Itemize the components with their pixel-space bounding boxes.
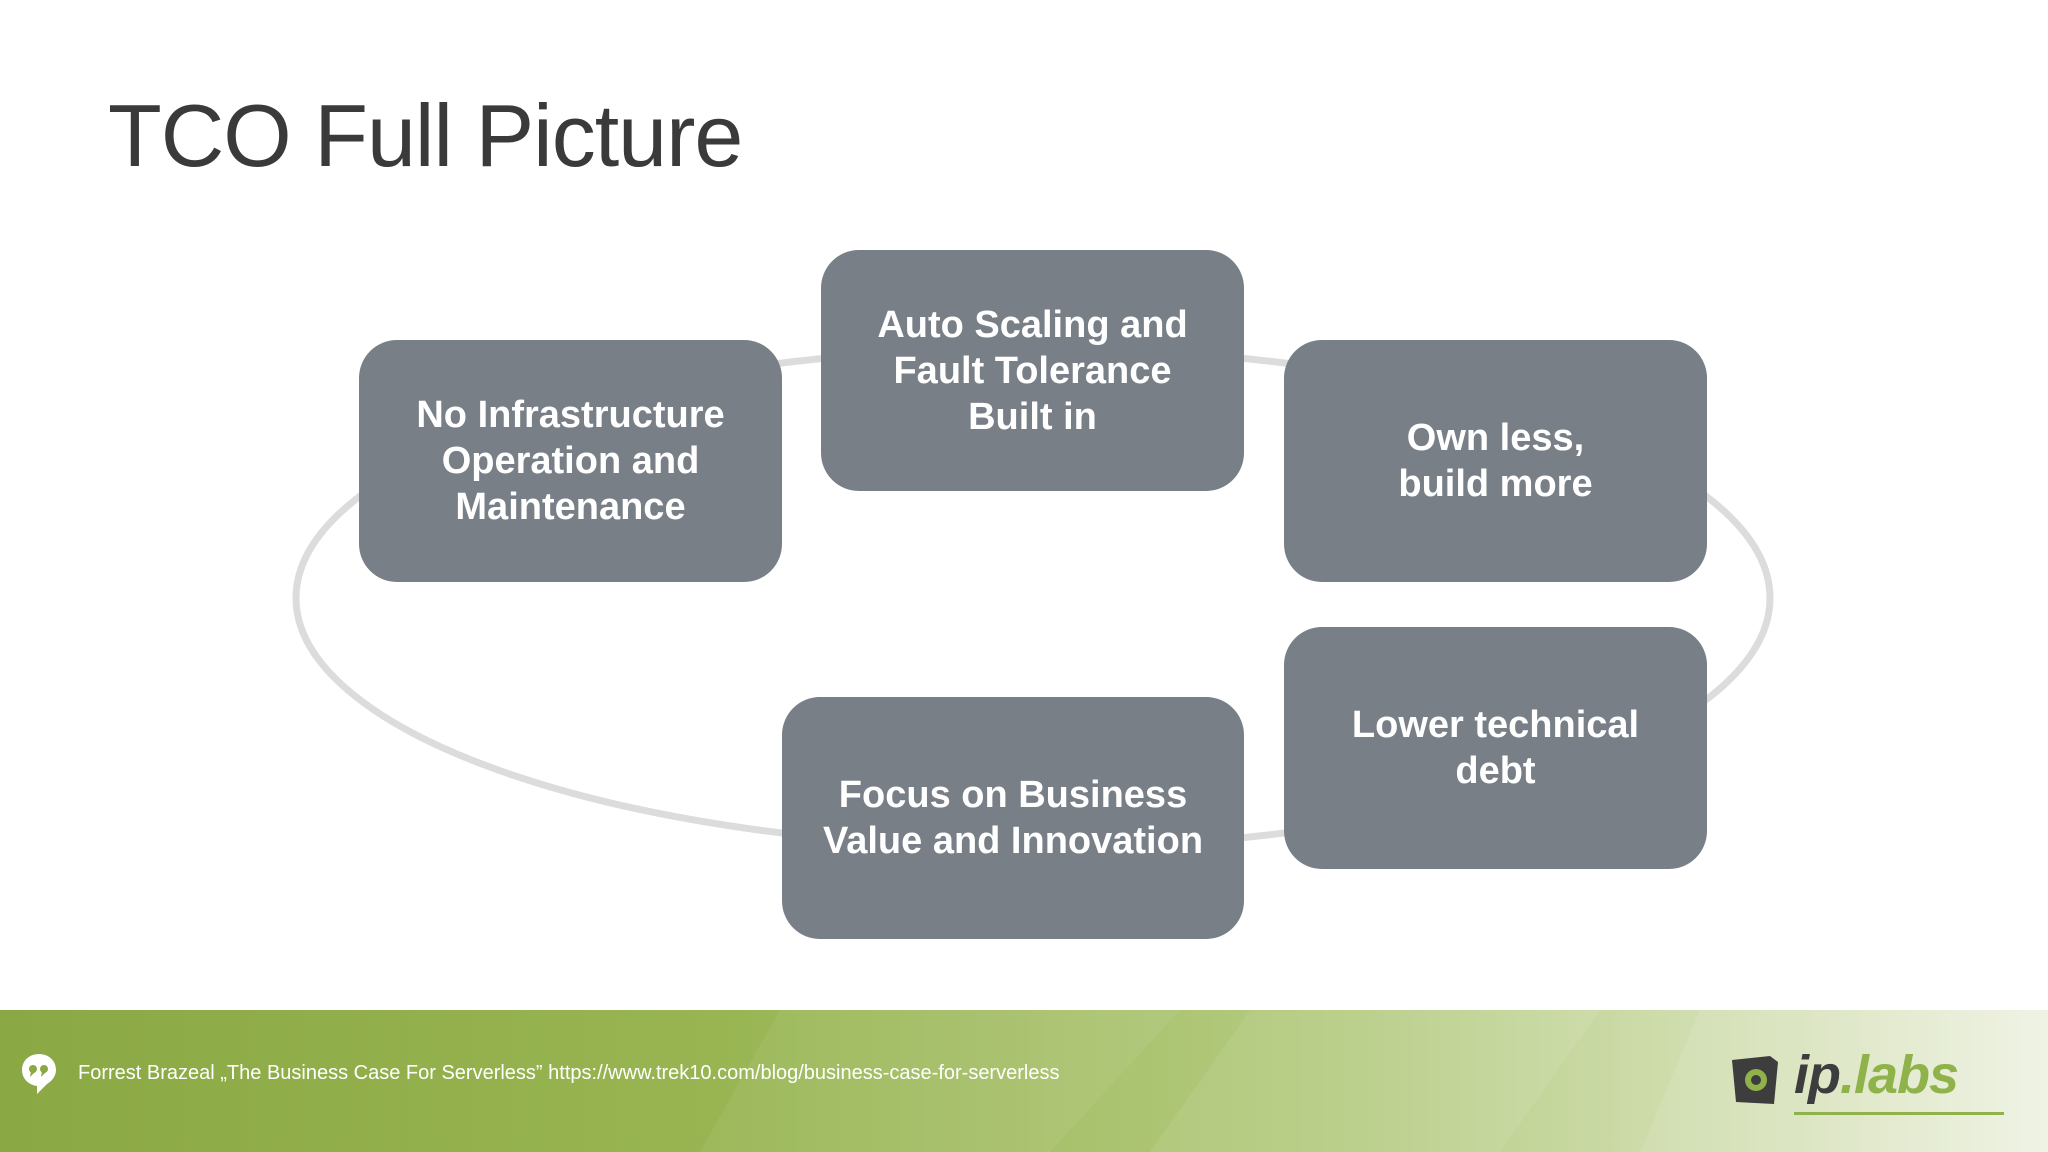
- node-auto-scaling: Auto Scaling and Fault Tolerance Built i…: [821, 250, 1244, 491]
- logo-text-dot: .: [1840, 1045, 1855, 1105]
- ip-labs-logo: ip.labs: [1730, 1045, 2010, 1120]
- node-own-less: Own less, build more: [1284, 340, 1707, 582]
- node-focus-on-business: Focus on Business Value and Innovation: [782, 697, 1244, 939]
- node-no-infrastructure: No Infrastructure Operation and Maintena…: [359, 340, 782, 582]
- slide-title: TCO Full Picture: [108, 86, 743, 185]
- logo-underline: [1794, 1112, 2004, 1115]
- node-lower-technical-debt: Lower technical debt: [1284, 627, 1707, 869]
- footer-bar: Forrest Brazeal „The Business Case For S…: [0, 1010, 2048, 1152]
- quote-bubble-icon: [22, 1054, 56, 1094]
- logo-text-ip: ip: [1794, 1045, 1841, 1105]
- footer-citation: Forrest Brazeal „The Business Case For S…: [78, 1062, 1060, 1084]
- logo-text-labs: labs: [1854, 1045, 1959, 1105]
- footer-decoration: [700, 1010, 2048, 1152]
- cycle-diagram: No Infrastructure Operation and Maintena…: [292, 250, 1774, 939]
- logo-mark-icon: [1732, 1056, 1778, 1104]
